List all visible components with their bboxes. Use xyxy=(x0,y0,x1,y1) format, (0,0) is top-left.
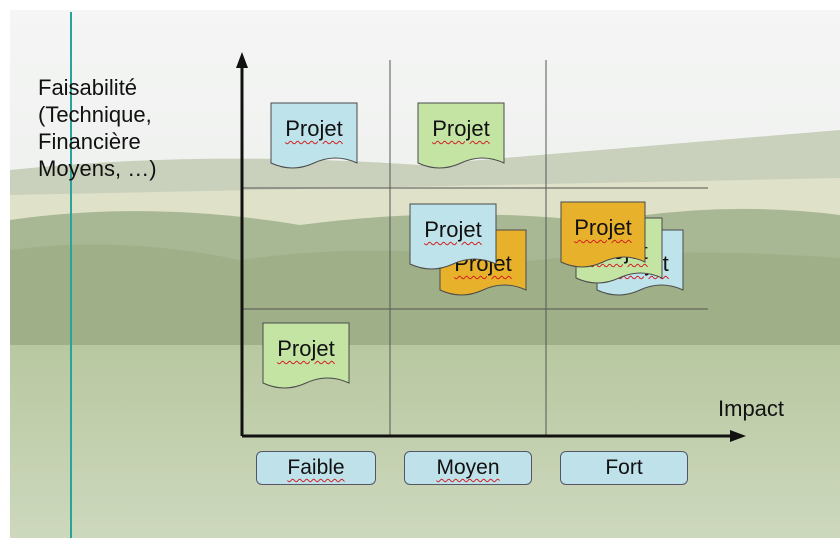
project-card-label: Projet xyxy=(285,116,343,141)
x-axis-arrow xyxy=(730,430,746,442)
project-card-green: Projet xyxy=(262,322,350,393)
category-moyen: Moyen xyxy=(404,451,532,485)
project-card-label: Projet xyxy=(432,116,490,141)
accent-vertical-line xyxy=(70,12,72,538)
project-card-label: Projet xyxy=(277,336,335,361)
project-card-green: Projet xyxy=(417,102,505,173)
category-faible: Faible xyxy=(256,451,376,485)
project-card-label: Projet xyxy=(424,217,482,242)
x-axis-label: Impact xyxy=(718,396,785,421)
category-fort: Fort xyxy=(560,451,688,485)
project-card-blue: Projet xyxy=(409,203,497,274)
project-card-orange: Projet xyxy=(560,201,646,272)
y-axis-arrow xyxy=(236,52,248,68)
project-card-blue: Projet xyxy=(270,102,358,173)
y-axis-label: Faisabilité (Technique, Financière Moyen… xyxy=(38,75,157,181)
project-card-label: Projet xyxy=(574,215,632,240)
